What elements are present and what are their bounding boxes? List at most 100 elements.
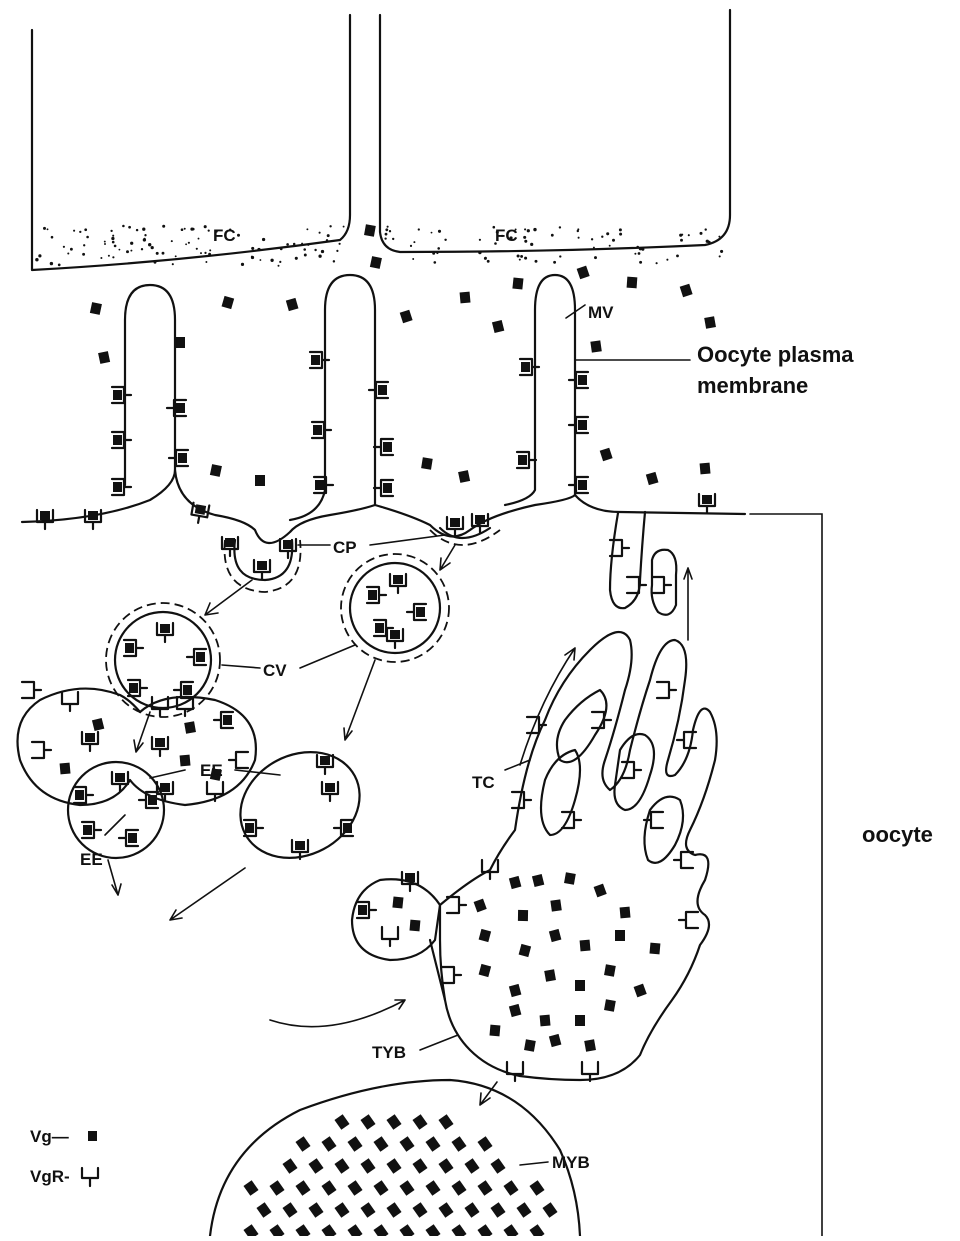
vg-particle <box>550 899 561 911</box>
vg-particle <box>512 278 523 290</box>
myb-particle <box>464 1202 479 1218</box>
stipple-dot <box>656 262 658 264</box>
myb-particle <box>295 1136 310 1152</box>
stipple-dot <box>577 230 579 232</box>
myb-particle <box>516 1202 531 1218</box>
stipple-dot <box>609 245 611 247</box>
stipple-dot <box>128 226 131 229</box>
vg-receptor <box>314 477 333 493</box>
vg-particle <box>60 763 71 775</box>
label-tyb: TYB <box>372 1043 406 1062</box>
stipple-dot <box>83 244 85 246</box>
myb-particle <box>477 1224 492 1236</box>
stipple-dot <box>293 243 296 246</box>
bound-vg <box>475 515 485 524</box>
stipple-dot <box>50 262 53 265</box>
bound-vg <box>325 783 335 792</box>
stipple-dot <box>112 256 114 258</box>
stipple-dot <box>241 263 244 266</box>
stipple-dot <box>478 251 481 254</box>
stipple-dot <box>410 245 412 247</box>
stipple-dot <box>114 245 117 248</box>
bound-vg <box>521 362 530 372</box>
stipple-dot <box>84 228 87 231</box>
stipple-dot <box>705 228 707 230</box>
vg-particle <box>364 224 376 237</box>
vg-receptor <box>254 560 270 579</box>
vg-receptor <box>22 682 41 698</box>
vg-receptor <box>369 382 388 398</box>
stipple-dot <box>384 237 386 239</box>
stipple-dot <box>530 243 533 246</box>
stipple-dot <box>196 248 198 250</box>
myb-particle <box>451 1224 466 1236</box>
bound-vg <box>115 773 125 782</box>
vg-particle <box>509 1004 522 1017</box>
stipple-dot <box>43 227 46 230</box>
bound-vg <box>129 683 138 693</box>
receptor-cup <box>32 742 51 758</box>
arrow-cv-to-ee-left <box>134 712 150 752</box>
stipple-dot <box>251 256 253 258</box>
vg-particle <box>580 940 591 952</box>
bound-vg <box>393 575 403 584</box>
stipple-dot <box>162 225 165 228</box>
stipple-dot <box>431 232 433 234</box>
leader-ee-bottom <box>105 815 125 835</box>
bound-vg <box>405 873 415 882</box>
myb-particle <box>334 1202 349 1218</box>
bound-vg <box>578 480 587 490</box>
vg-receptor <box>157 623 173 642</box>
pathway-arrows <box>108 545 692 1105</box>
stipple-dot <box>326 239 328 241</box>
arrow-cp-to-cv-left <box>205 580 252 615</box>
stipple-dot <box>209 249 211 251</box>
stipple-dot <box>67 252 69 254</box>
bound-vg <box>178 453 187 463</box>
bound-vg <box>578 420 587 430</box>
legend: Vg— VgR- <box>30 1127 98 1186</box>
stipple-dot <box>237 234 240 237</box>
stipple-dot <box>126 250 129 253</box>
bound-vg <box>416 607 425 617</box>
stipple-dot <box>185 243 187 245</box>
myb-particle <box>269 1224 284 1236</box>
stipple-dot <box>436 252 438 254</box>
stipple-dot <box>200 252 202 254</box>
stipple-dot <box>553 261 556 264</box>
vg-particle <box>590 340 601 352</box>
legend-vg-symbol <box>88 1131 97 1141</box>
stipple-dot <box>51 236 54 239</box>
leader-tyb <box>420 1035 458 1050</box>
stipple-dot <box>144 234 146 236</box>
stipple-dot <box>718 236 720 238</box>
label-plasma-membrane-1: Oocyte plasma <box>697 342 854 367</box>
stipple-dot <box>301 243 303 245</box>
receptor-cup <box>382 927 398 946</box>
stipple-dot <box>387 226 389 228</box>
receptor-cup <box>674 852 693 868</box>
vg-receptor <box>128 680 147 696</box>
vg-particle <box>634 984 647 998</box>
bound-vg <box>295 841 305 850</box>
stipple-dot <box>432 252 435 255</box>
vg-receptor <box>32 742 51 758</box>
stipple-dot <box>142 228 145 231</box>
myb-particle <box>243 1224 258 1236</box>
label-fc-right: FC <box>495 226 518 245</box>
stipple-dot <box>336 250 338 252</box>
bound-vg <box>75 790 84 800</box>
stipple-dot <box>38 254 41 257</box>
stipple-dot <box>151 246 154 249</box>
vg-particle <box>474 899 487 913</box>
stipple-dot <box>444 239 446 241</box>
fused-early-endosome <box>18 689 256 805</box>
vg-receptor <box>229 752 248 768</box>
bound-vg <box>375 623 384 633</box>
vg-particle <box>421 457 433 469</box>
receptor-cup <box>627 577 646 593</box>
stipple-dot <box>392 238 394 240</box>
bound-vg <box>148 795 157 805</box>
